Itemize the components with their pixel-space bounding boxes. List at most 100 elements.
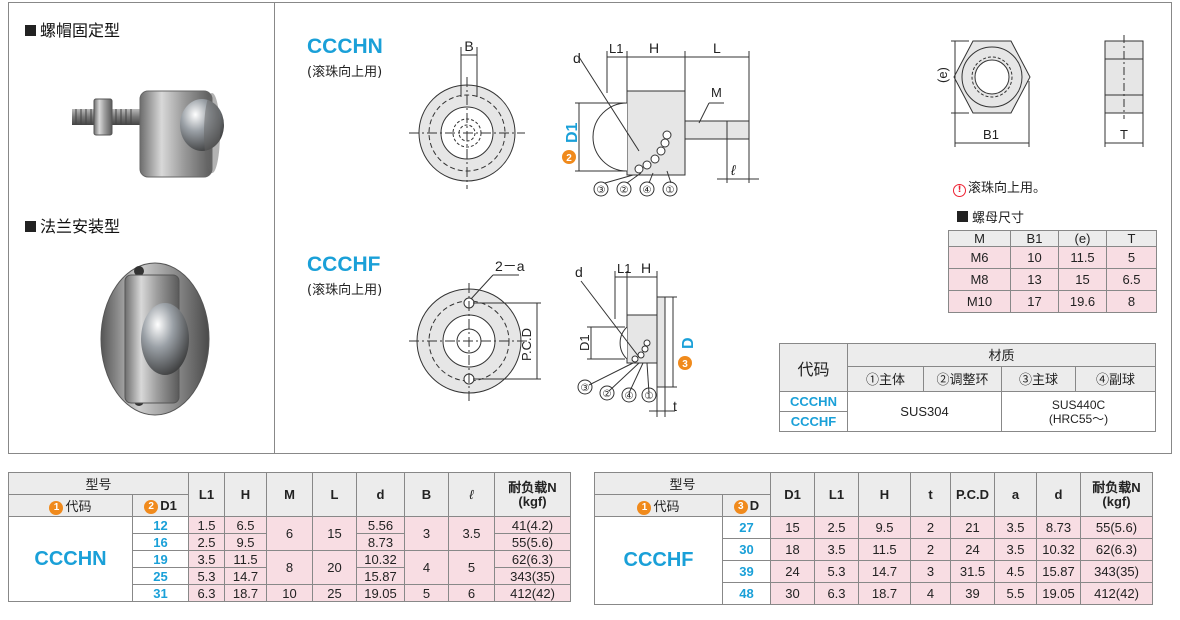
- part-sub-ball: ④副球: [1075, 365, 1156, 393]
- part-body: ①主体: [847, 365, 924, 393]
- d-cell: 39: [722, 560, 771, 583]
- table-row: 25 5.3 14.7 15.87 343(35): [9, 567, 571, 585]
- material-sus440c: SUS440C(HRC55～): [1001, 391, 1156, 432]
- ccchn-front-view: B: [409, 38, 525, 189]
- ccchn-part-2: ②: [620, 185, 629, 196]
- ccchn-label-l1: L1: [609, 41, 623, 56]
- col-header: B: [404, 472, 449, 517]
- nut-col-t: T: [1106, 230, 1157, 247]
- b-cell: 4: [404, 550, 449, 585]
- part-adjust-ring: ②调整环: [923, 365, 1002, 393]
- pcd-cell: 21: [950, 516, 995, 539]
- ccchf-label-d-small: d: [575, 264, 583, 280]
- table-row: 30 18 3.5 11.5 2 24 3.5 10.32 62(6.3): [595, 538, 1153, 561]
- d1-cell: 19: [132, 550, 189, 568]
- pcd-cell: 31.5: [950, 560, 995, 583]
- col-header: d: [1036, 472, 1081, 517]
- nut-cell: M6: [948, 246, 1011, 269]
- h-cell: 11.5: [858, 538, 911, 561]
- table-header-row: M B1 (e) T: [948, 230, 1157, 247]
- nut-label-e: (e): [935, 67, 950, 83]
- d1-cell: 24: [770, 560, 815, 583]
- ccchf-model-name: CCCHF: [307, 253, 381, 276]
- col-header: H: [224, 472, 267, 517]
- d1-cell: 16: [132, 533, 189, 551]
- ccchn-label-l: L: [713, 40, 721, 56]
- load-cell: 343(35): [1080, 560, 1153, 583]
- h-cell: 9.5: [858, 516, 911, 539]
- ccchf-orientation-note: (滚珠向上用): [307, 283, 383, 298]
- h-cell: 18.7: [224, 584, 267, 602]
- flange-type-title: 法兰安装型: [25, 213, 120, 237]
- load-cell: 62(6.3): [494, 550, 571, 568]
- h-cell: 14.7: [858, 560, 911, 583]
- d-cell: 48: [722, 582, 771, 605]
- ccchf-label-d1: D1: [577, 334, 592, 351]
- nut-cell: 11.5: [1058, 246, 1107, 269]
- a-cell: 3.5: [994, 538, 1037, 561]
- part-main-ball: ③主球: [1001, 365, 1076, 393]
- pcd-cell: 39: [950, 582, 995, 605]
- d1-cell: 25: [132, 567, 189, 585]
- col-header: d: [356, 472, 405, 517]
- col-header: D1: [770, 472, 815, 517]
- ccchn-code: CCCHN: [8, 516, 133, 602]
- l1-cell: 3.5: [814, 538, 859, 561]
- ccchn-label-m: M: [711, 85, 722, 100]
- nut-cell: 6.5: [1106, 268, 1157, 291]
- d-small-cell: 8.73: [1036, 516, 1081, 539]
- table-row: 39 24 5.3 14.7 3 31.5 4.5 15.87 343(35): [595, 560, 1153, 583]
- ccchf-part-4: ④: [625, 391, 634, 402]
- material-sus304: SUS304: [847, 391, 1002, 432]
- d-cell: 27: [722, 516, 771, 539]
- ccchn-side-view: d L1 H L M ℓ D1 2 ③ ② ④ ①: [562, 40, 759, 197]
- material-code-header: 代码: [779, 343, 848, 392]
- col-header: L: [312, 472, 357, 517]
- nut-size-title: 螺母尺寸: [957, 207, 1024, 226]
- product-drawing-panel: 螺帽固定型 法兰安装型: [8, 2, 1172, 454]
- nut-cell: M10: [948, 290, 1011, 313]
- load-cell: 412(42): [1080, 582, 1153, 605]
- ccchf-label-l1: L1: [617, 261, 631, 276]
- t-cell: 4: [910, 582, 951, 605]
- l1-cell: 5.3: [188, 567, 225, 585]
- flange-type-photo: [100, 262, 210, 416]
- t-cell: 2: [910, 516, 951, 539]
- col-header: t: [910, 472, 951, 517]
- d-cell: 10.32: [356, 550, 405, 568]
- ccchn-label-ell: ℓ: [730, 162, 736, 178]
- nut-label-t: T: [1120, 127, 1128, 142]
- m-cell: 10: [266, 584, 313, 602]
- l-cell: 20: [312, 550, 357, 585]
- pcd-cell: 24: [950, 538, 995, 561]
- ccchf-label-t: t: [673, 398, 677, 414]
- ccchn-part-1: ①: [666, 185, 675, 196]
- nut-cell: 8: [1106, 290, 1157, 313]
- col-header: L1: [814, 472, 859, 517]
- load-cell: 55(5.6): [494, 533, 571, 551]
- nut-drawing: (e) B1 T: [935, 35, 1144, 147]
- col-header: H: [858, 472, 911, 517]
- d-cell: 19.05: [356, 584, 405, 602]
- nut-cell: M8: [948, 268, 1011, 291]
- ccchn-label-b: B: [464, 38, 473, 54]
- ccchn-label-h: H: [649, 40, 659, 56]
- warning-icon: !: [953, 184, 966, 197]
- ccchn-d1-number: 2: [566, 153, 572, 164]
- table-row: 16 2.5 9.5 8.73 55(5.6): [9, 533, 571, 551]
- load-cell: 412(42): [494, 584, 571, 602]
- l-cell: 25: [312, 584, 357, 602]
- ccchn-type-header: 型号: [8, 472, 189, 495]
- nut-cell: 5: [1106, 246, 1157, 269]
- l1-cell: 2.5: [188, 533, 225, 551]
- nut-cell: 19.6: [1058, 290, 1107, 313]
- ell-cell: 5: [448, 550, 495, 585]
- table-row: CCCHF 27 15 2.5 9.5 2 21 3.5 8.73 55(5.6…: [594, 516, 1153, 605]
- col-header: ℓ: [448, 472, 495, 517]
- ccchf-d-number: 3: [682, 359, 688, 370]
- col-header: M: [266, 472, 313, 517]
